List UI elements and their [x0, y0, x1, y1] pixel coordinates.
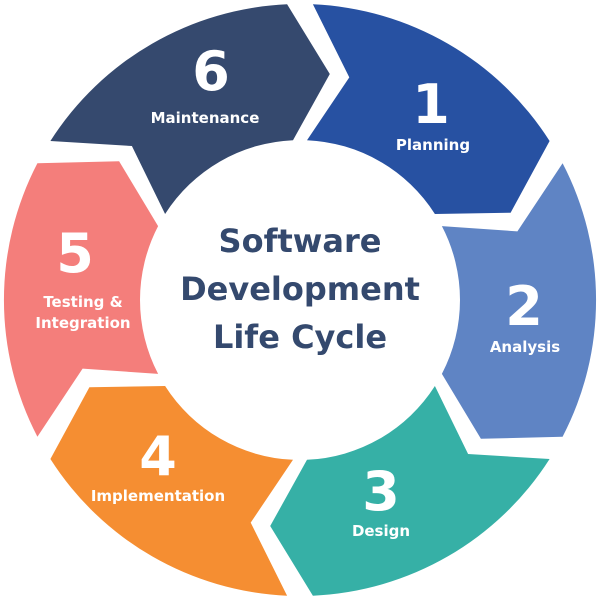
segment-6: [50, 4, 330, 214]
segment-5: [3, 161, 159, 437]
stage-number-2: 2: [505, 275, 543, 338]
stage-number-6: 6: [192, 40, 230, 103]
segment-1: [307, 4, 550, 214]
center-title-line-1: Software: [219, 222, 382, 260]
segment-3: [270, 386, 550, 596]
stage-label-2: Analysis: [490, 338, 560, 356]
stage-number-4: 4: [139, 425, 177, 488]
cycle-segments: [3, 4, 597, 596]
stage-number-1: 1: [412, 73, 450, 136]
center-title-line-3: Life Cycle: [213, 318, 387, 356]
segment-4: [50, 386, 294, 596]
center-title-line-2: Development: [180, 270, 420, 308]
stage-label-6: Maintenance: [151, 109, 260, 127]
stage-label-4: Implementation: [91, 487, 225, 505]
segment-2: [441, 163, 597, 439]
center-hub: [138, 138, 462, 462]
stage-number-3: 3: [362, 460, 400, 523]
stage-label-1: Planning: [396, 136, 470, 154]
stage-number-5: 5: [56, 222, 94, 285]
stage-label-5-line-1: Testing &: [43, 293, 122, 311]
stage-label-3: Design: [352, 522, 410, 540]
stage-label-5-line-2: Integration: [35, 314, 130, 332]
